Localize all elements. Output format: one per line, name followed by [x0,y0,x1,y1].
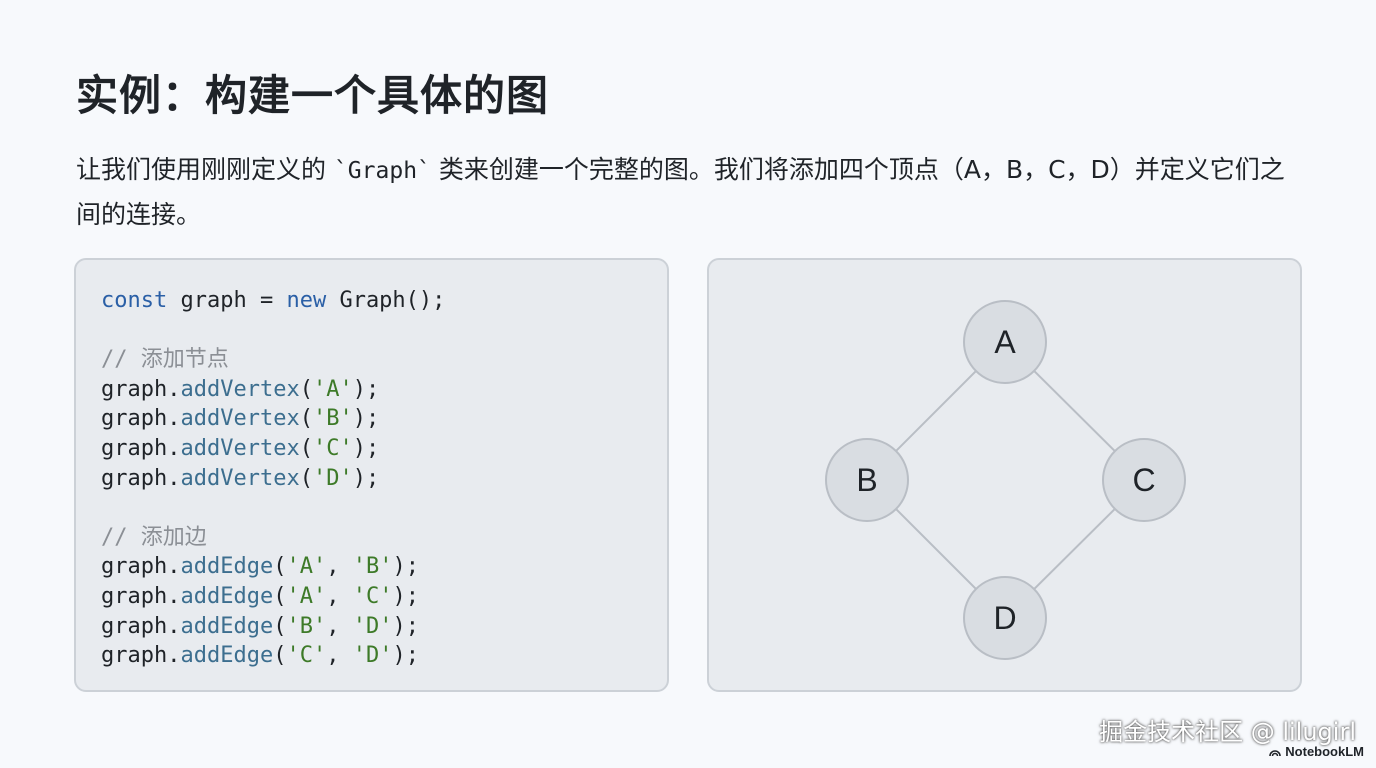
code-line: graph.addEdge('C', 'D'); [101,641,445,671]
code-token: 'A' [312,376,353,402]
code-token: addEdge [180,583,274,609]
code-token: Graph(); [326,288,446,313]
code-token: addVertex [180,435,300,461]
code-token: , [326,643,353,669]
code-token: ); [392,643,419,669]
code-line: const graph = new Graph(); [101,286,445,316]
graph-node-d: D [963,576,1047,660]
code-token: addEdge [180,613,274,639]
code-line: graph.addVertex('C'); [101,434,445,464]
code-token: ( [299,435,313,461]
code-token: addEdge [180,643,274,669]
code-token: graph. [101,435,181,461]
code-token: addVertex [180,376,300,402]
code-token: graph. [101,376,181,402]
code-token: // 添加边 [101,524,207,550]
graph-node-label: C [1132,462,1155,498]
code-token: 'B' [286,613,327,639]
code-token: graph = [167,288,287,313]
code-token: addVertex [180,465,300,491]
code-line: graph.addVertex('B'); [101,404,445,434]
code-token: 'B' [352,554,393,580]
code-token: graph. [101,643,181,669]
code-token: , [326,554,353,580]
code-token: ); [352,465,380,491]
graph-node-circle [963,300,1047,384]
code-token: ); [352,435,380,461]
code-line: graph.addVertex('D'); [101,464,445,494]
code-line: // 添加节点 [101,345,445,375]
code-token: addVertex [180,406,300,432]
graph-node-circle [963,576,1047,660]
watermark: 掘金技术社区 @ lilugirl [1099,718,1356,746]
code-token: graph. [101,406,181,432]
code-line: // 添加边 [101,523,445,553]
code-token: ); [392,613,419,639]
code-line: graph.addEdge('A', 'C'); [101,582,445,612]
code-line [101,493,445,523]
code-token: graph. [101,554,181,580]
code-line: graph.addEdge('A', 'B'); [101,552,445,582]
code-token: graph. [101,613,181,639]
code-token: ); [352,376,380,402]
code-token: ( [299,406,313,432]
graph-node-circle [825,438,909,522]
code-token: ( [273,643,287,669]
code-token: const [101,288,168,313]
code-token: 'D' [352,613,393,639]
graph-node-c: C [1102,438,1186,522]
code-token: ( [299,376,313,402]
code-token: ( [273,583,287,609]
code-token: ); [352,406,380,432]
intro-paragraph: 让我们使用刚刚定义的 `Graph` 类来创建一个完整的图。我们将添加四个顶点（… [76,148,1296,237]
code-token: 'D' [352,643,393,669]
code-token: 'C' [352,583,393,609]
code-token: , [326,613,353,639]
graph-node-label: A [994,324,1016,360]
code-token: 'C' [312,435,353,461]
code-token: // 添加节点 [101,347,229,373]
code-token: graph. [101,465,181,491]
intro-text-after: 类来创建一个完整的图。我们将添加四个顶点（A，B，C，D）并定义它们之间的连接。 [76,155,1285,229]
code-token: 'A' [286,583,327,609]
code-token: 'B' [312,406,353,432]
graph-node-circle [1102,438,1186,522]
graph-node-label: D [993,600,1016,636]
graph-node-label: B [856,462,877,498]
code-token: ); [392,554,419,580]
notebooklm-brand: NotebookLM [1269,744,1364,759]
code-line: graph.addVertex('A'); [101,375,445,405]
code-token: ); [392,583,419,609]
code-line [101,316,445,346]
code-token: 'A' [286,554,327,580]
page-title: 实例：构建一个具体的图 [76,71,550,120]
code-token: , [326,583,353,609]
code-token: new [286,288,327,313]
code-token: 'D' [312,465,353,491]
brand-label: NotebookLM [1285,744,1364,759]
code-token: ( [273,613,287,639]
notebooklm-logo-icon [1269,749,1282,756]
intro-text-before: 让我们使用刚刚定义的 [76,155,334,184]
code-token: graph. [101,583,181,609]
code-token: addEdge [180,554,274,580]
intro-inline-code: `Graph` [333,158,431,184]
code-token: 'C' [286,643,327,669]
code-token: ( [273,554,287,580]
code-token: ( [299,465,313,491]
graph-node-b: B [825,438,909,522]
code-line: graph.addEdge('B', 'D'); [101,612,445,642]
graph-diagram: A B C D [825,300,1186,660]
graph-panel: A B C D [707,258,1302,692]
graph-node-a: A [963,300,1047,384]
